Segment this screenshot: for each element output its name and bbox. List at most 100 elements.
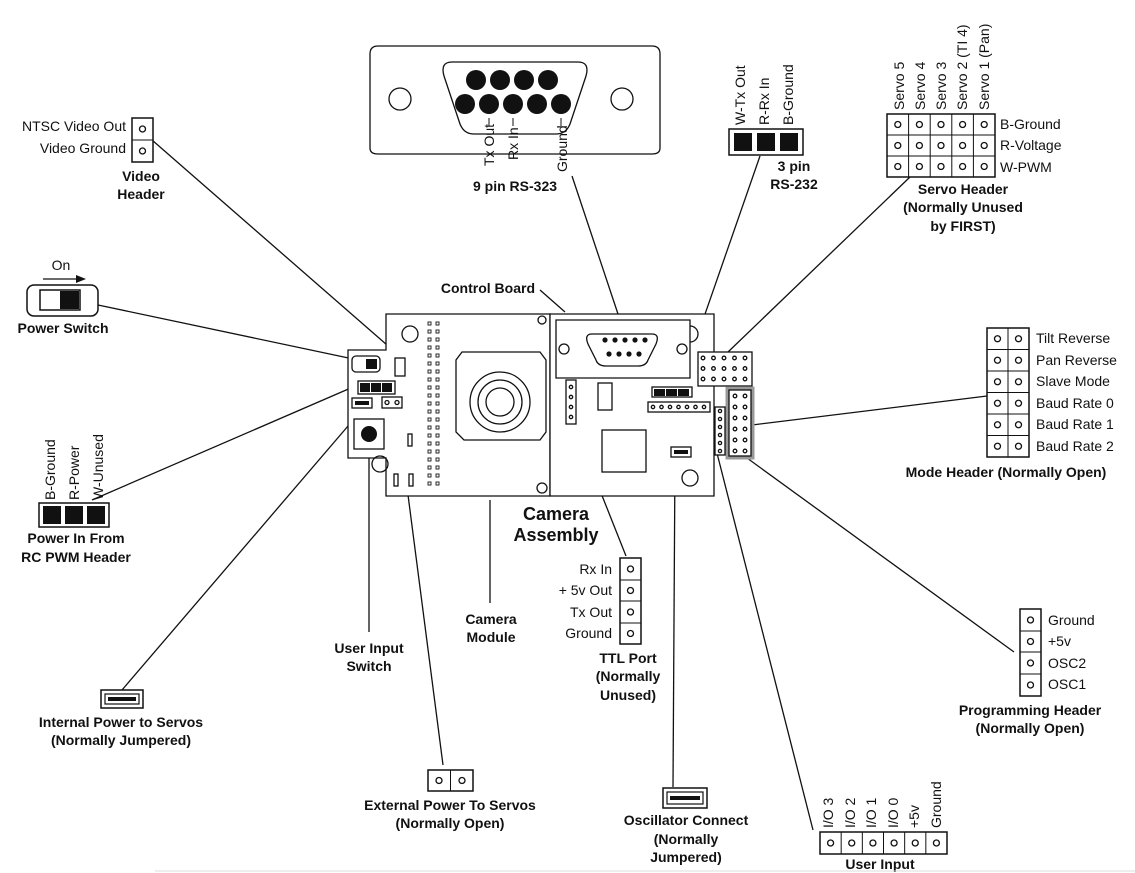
servo-title-line2: (Normally Unused [903,199,1023,215]
user-input-switch-line2: Switch [346,658,391,674]
power-in-pin-unused: W-Unused [90,434,106,500]
camera-module-line1: Camera [465,611,517,627]
servo-header: Servo 5 Servo 4 Servo 3 Servo 2 (TI 4) S… [886,24,1062,234]
video-row-ntsc: NTSC Video Out [22,118,126,134]
mode-row-tilt: Tilt Reverse [1036,330,1110,346]
prog-row-ground: Ground [1048,612,1095,628]
oscillator-jumper: Oscillator Connect (Normally Jumpered) [624,787,749,865]
servo-pin [915,141,924,150]
servo-col-4: Servo 4 [912,62,928,110]
io-pin [890,839,898,847]
main-board [347,313,755,497]
ttl-title-line1: TTL Port [599,650,657,666]
servo-title-line3: by FIRST) [930,218,995,234]
servo-title-line1: Servo Header [918,181,1009,197]
mode-pin [993,442,1002,450]
io-pin [826,839,835,847]
control-board-label: Control Board [441,280,535,296]
power-in-pin-ground: B-Ground [42,439,58,500]
prog-row-osc2: OSC2 [1048,655,1086,671]
servo-pin [894,162,902,171]
servo-pin [937,141,945,150]
rs232-title-line2: RS-232 [770,176,818,192]
servo-pin [915,120,924,129]
io-pin-0: I/O 0 [885,797,901,828]
ttl-row-rx: Rx In [579,561,612,577]
db9-title: 9 pin RS-323 [473,178,557,194]
power-in-header: B-Ground R-Power W-Unused Power In From … [21,434,131,565]
servo-pin [980,141,988,150]
mode-pin [1014,421,1023,429]
mode-pin [1014,442,1023,450]
mode-row-baud1: Baud Rate 1 [1036,416,1114,432]
ttl-port: Rx In + 5v Out Tx Out Ground TTL Port (N… [559,557,660,703]
mode-row-pan: Pan Reverse [1036,352,1117,368]
video-title-line1: Video [122,168,160,184]
mode-row-baud0: Baud Rate 0 [1036,395,1114,411]
user-input-switch-line1: User Input [334,640,404,656]
rs232-pin-tx: W-Tx Out [732,65,748,125]
rs232-title-line1: 3 pin [778,158,811,174]
db9-pin-rx: Rx In [505,127,521,160]
power-in-title-line1: Power In From [27,530,124,546]
servo-pin [980,162,988,171]
external-power-line2: (Normally Open) [396,815,505,831]
power-switch-on-label: On [52,257,71,273]
mode-pin [993,356,1002,364]
ttl-row-tx: Tx Out [570,604,612,620]
rs232-pin-ground: B-Ground [780,64,796,125]
external-power-header: External Power To Servos (Normally Open) [364,769,536,831]
prog-title-line2: (Normally Open) [976,720,1085,736]
io-pin [869,839,877,847]
servo-pin [958,162,967,171]
mode-pin [993,421,1002,429]
io-pin-ground: Ground [928,781,944,828]
servo-pin [937,120,945,129]
servo-pin [980,120,988,129]
video-row-ground: Video Ground [40,140,126,156]
servo-col-5: Servo 5 [891,62,907,110]
ttl-row-5v: + 5v Out [559,582,612,598]
servo-row-pwm: W-PWM [1000,159,1052,175]
user-input-title: User Input [845,856,915,872]
user-input-header: I/O 3 I/O 2 I/O 1 I/O 0 +5v Ground User … [819,781,948,872]
power-in-title-line2: RC PWM Header [21,549,131,565]
power-in-pin-power: R-Power [66,445,82,500]
io-pin [911,839,919,847]
servo-pin [894,120,902,129]
mode-pin [1014,399,1023,407]
rs232-header: W-Tx Out R-Rx In B-Ground 3 pin RS-232 [728,64,818,192]
db9-pin-ground: Ground [554,125,570,172]
mode-pin [993,335,1002,343]
programming-header: Ground +5v OSC2 OSC1 Programming Header … [959,608,1102,736]
video-title-line2: Header [117,186,165,202]
camera-assembly-line2: Assembly [513,525,598,545]
servo-row-voltage: R-Voltage [1000,137,1062,153]
camera-assembly-line1: Camera [523,504,590,524]
mode-row-slave: Slave Mode [1036,373,1110,389]
prog-title-line1: Programming Header [959,702,1102,718]
mode-pin [1014,356,1023,364]
prog-row-osc1: OSC1 [1048,676,1086,692]
ttl-title-line3: Unused) [600,687,656,703]
io-pin-3: I/O 3 [820,797,836,828]
mode-pin [993,399,1002,407]
mode-title: Mode Header (Normally Open) [906,464,1107,480]
internal-power-line2: (Normally Jumpered) [51,732,191,748]
osc-line3: Jumpered) [650,849,722,865]
io-pin-2: I/O 2 [842,797,858,828]
internal-power-jumper: Internal Power to Servos (Normally Jumpe… [39,689,203,748]
io-pin-1: I/O 1 [863,797,879,828]
db9-connector: Tx Out Rx In Ground 9 pin RS-323 [369,45,661,194]
servo-pin [937,162,945,171]
camera-module-line2: Module [467,629,516,645]
servo-col-2: Servo 2 (TI 4) [954,24,970,110]
mode-header: Tilt Reverse Pan Reverse Slave Mode Baud… [906,327,1117,480]
servo-pin [915,162,924,171]
servo-pin [958,141,967,150]
io-pin-5v: +5v [906,805,922,828]
power-switch-title: Power Switch [17,320,108,336]
servo-col-1: Servo 1 (Pan) [976,24,992,110]
power-switch[interactable]: On Power Switch [17,257,108,336]
